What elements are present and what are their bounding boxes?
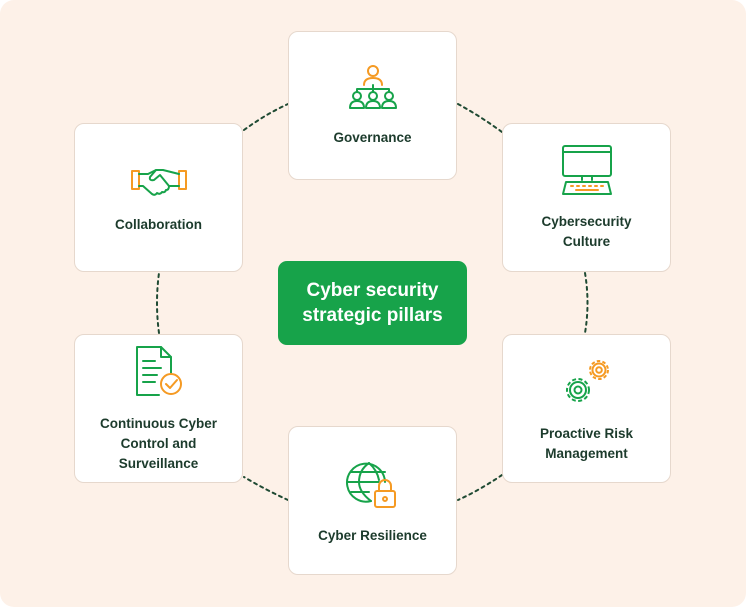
- pillar-label-culture: Cybersecurity Culture: [541, 213, 632, 249]
- pillar-label-resilience: Cyber Resilience: [318, 527, 427, 543]
- pillar-card-control: Continuous Cyber Control and Surveillanc…: [74, 334, 243, 483]
- pillar-label-control: Continuous Cyber Control and Surveillanc…: [100, 415, 217, 471]
- pillar-card-risk: Proactive Risk Management: [502, 334, 671, 483]
- globe-lock-icon: [345, 461, 396, 508]
- connector-control-collaboration: [156, 272, 160, 334]
- document-check-icon: [135, 345, 182, 396]
- connector-resilience-control: [243, 476, 289, 501]
- computer-keyboard-icon: [561, 144, 612, 195]
- connector-governance-culture: [457, 103, 503, 133]
- org-chart-icon: [348, 64, 397, 109]
- pillar-card-culture: Cybersecurity Culture: [502, 123, 671, 272]
- handshake-icon: [130, 168, 187, 196]
- pillar-card-governance: Governance: [288, 31, 457, 180]
- connector-risk-resilience: [457, 474, 503, 501]
- gears-icon: [565, 359, 609, 402]
- pillar-label-risk: Proactive Risk Management: [539, 425, 634, 461]
- connector-culture-risk: [584, 272, 589, 334]
- pillar-label-governance: Governance: [333, 129, 412, 145]
- center-title-badge: Cyber security strategic pillars: [278, 261, 467, 345]
- pillar-card-resilience: Cyber Resilience: [288, 426, 457, 575]
- pillar-label-collaboration: Collaboration: [115, 216, 202, 232]
- pillar-card-collaboration: Collaboration: [74, 123, 243, 272]
- connector-collaboration-governance: [243, 103, 289, 131]
